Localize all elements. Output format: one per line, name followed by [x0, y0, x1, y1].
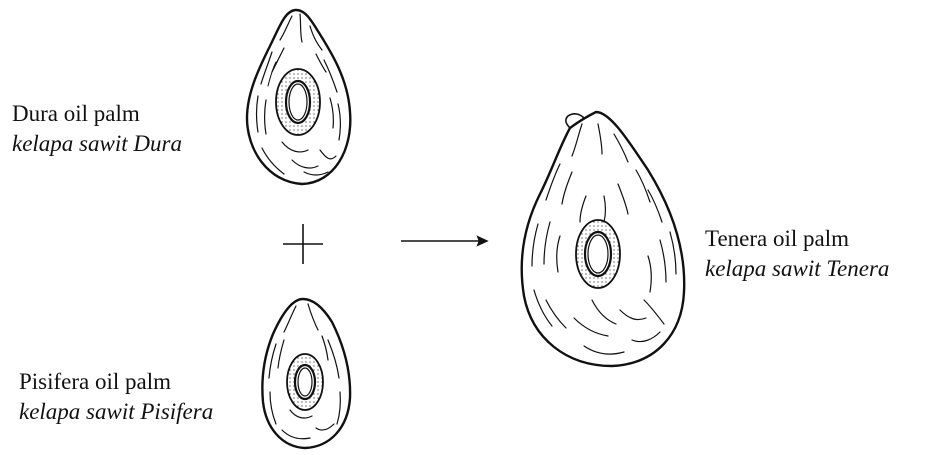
pisifera-name: Pisifera oil palm	[19, 369, 171, 394]
pisifera-label: Pisifera oil palm kelapa sawit Pisifera	[19, 367, 213, 427]
tenera-name: Tenera oil palm	[705, 226, 849, 251]
dura-name: Dura oil palm	[12, 101, 140, 126]
dura-label: Dura oil palm kelapa sawit Dura	[12, 99, 182, 159]
pisifera-latin-name: kelapa sawit Pisifera	[19, 397, 213, 427]
tenera-latin-name: kelapa sawit Tenera	[705, 254, 889, 284]
dura-latin-name: kelapa sawit Dura	[12, 129, 182, 159]
tenera-label: Tenera oil palm kelapa sawit Tenera	[705, 224, 889, 284]
